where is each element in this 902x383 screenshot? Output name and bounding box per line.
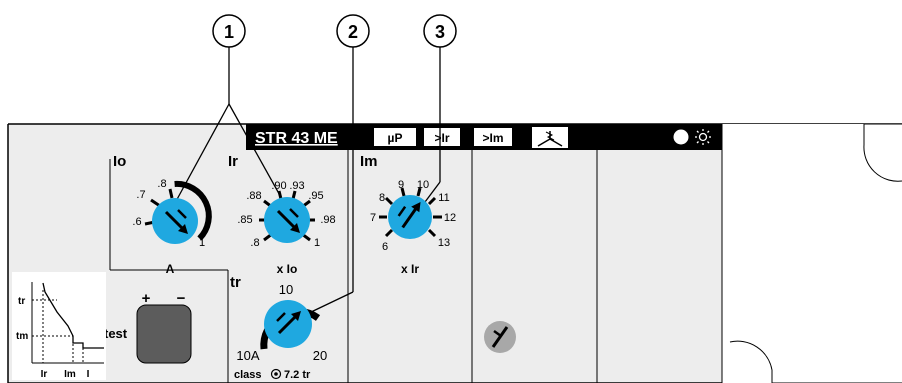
test-button[interactable] (136, 304, 192, 364)
im-tick-5: 11 (438, 192, 449, 204)
im-tick-1: 7 (370, 212, 376, 224)
tr-caption-class: class (234, 369, 262, 381)
svg-text:2: 2 (348, 22, 358, 42)
test-section: + − test (104, 290, 192, 364)
im-unit: x Ir (401, 262, 419, 276)
io-dial[interactable] (152, 198, 198, 244)
ir-unit: x Io (277, 262, 298, 276)
led-dot-icon (673, 129, 689, 145)
ir-tick-7: 1 (314, 237, 320, 249)
io-tick-2: .8 (157, 178, 166, 190)
tr-tick-10a: 10A (236, 348, 259, 363)
callout-2: 2 (336, 14, 370, 48)
grey-selector-knob[interactable] (484, 321, 516, 353)
trip-curve: tr tm Ir Im I (12, 272, 106, 380)
tr-section: tr 10 10A 20 class 7.2 tr (230, 274, 327, 381)
tr-tick-10: 10 (279, 282, 293, 297)
io-tick-1: .7 (136, 189, 145, 201)
im-tick-4: 10 (417, 179, 429, 191)
callout-3: 3 (423, 14, 457, 48)
ir-section: Ir .8 .85 .88 .90 .93 .95 .98 1 x Io (228, 153, 336, 276)
ir-tick-4: .93 (289, 180, 304, 192)
ir-tick-0: .8 (250, 237, 259, 249)
tr-caption-value: 7.2 tr (284, 369, 311, 381)
ir-tick-2: .88 (246, 190, 261, 202)
test-minus: − (177, 290, 186, 307)
curve-y-tr: tr (18, 296, 25, 307)
callout-1: 1 (212, 14, 246, 48)
io-tick-0: .6 (132, 216, 141, 228)
indicator-up (374, 128, 416, 146)
ir-tick-5: .95 (308, 190, 323, 202)
im-dial[interactable] (388, 195, 432, 239)
load-shedding-icon (532, 127, 568, 148)
indicator-overload-label: >Ir (434, 131, 449, 145)
indicator-overload (424, 128, 460, 146)
indicator-short-circuit (474, 128, 512, 146)
ir-tick-1: .85 (237, 214, 252, 226)
im-tick-6: 12 (444, 212, 456, 224)
curve-x-i: I (87, 369, 90, 380)
tr-title: tr (230, 274, 241, 291)
ir-dial[interactable] (264, 197, 310, 243)
io-unit: A (166, 262, 175, 276)
io-title: Io (113, 153, 126, 170)
ir-title: Ir (228, 153, 238, 170)
im-section: Im 6 7 8 9 10 11 12 13 x Ir (360, 153, 456, 276)
class-symbol-icon (270, 368, 282, 380)
svg-text:1: 1 (224, 22, 234, 42)
curve-x-ir: Ir (41, 369, 48, 380)
ir-tick-3: .90 (271, 180, 286, 192)
sun-icon (695, 129, 711, 145)
im-title: Im (360, 153, 378, 170)
im-tick-7: 13 (438, 237, 450, 249)
model-label: STR 43 ME (255, 130, 338, 147)
svg-text:3: 3 (435, 22, 445, 42)
im-tick-0: 6 (382, 241, 388, 253)
io-section: Io .6 .7 .8 1 A (113, 153, 212, 276)
indicator-short-circuit-label: >Im (482, 131, 503, 145)
im-tick-3: 9 (398, 179, 404, 191)
test-label: test (104, 326, 128, 341)
test-plus: + (142, 290, 151, 307)
tr-tick-20: 20 (313, 348, 327, 363)
right-compartment (722, 124, 902, 383)
curve-x-im: Im (64, 369, 76, 380)
tr-caption: class 7.2 tr (234, 368, 311, 381)
io-tick-3: 1 (199, 237, 205, 249)
curve-y-tm: tm (16, 331, 28, 342)
ir-tick-6: .98 (320, 214, 335, 226)
indicator-up-label: µP (388, 131, 403, 145)
tr-dial[interactable] (264, 300, 312, 348)
im-tick-2: 8 (379, 192, 385, 204)
